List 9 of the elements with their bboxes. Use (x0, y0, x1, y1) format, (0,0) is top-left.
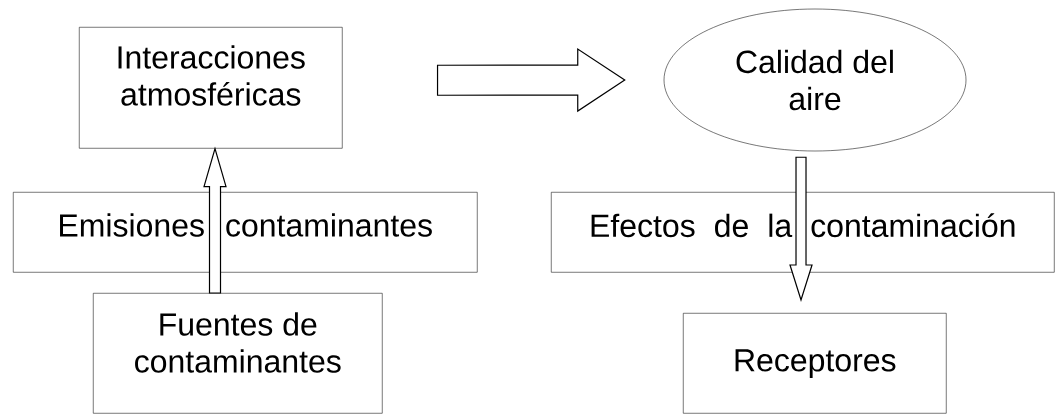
ellipse-node: Calidad del aire (663, 8, 967, 152)
process-box: Efectos de la contaminación (551, 192, 1055, 273)
process-box: Emisiones contaminantes (13, 192, 478, 273)
process-box: Receptores (683, 313, 947, 414)
block-arrow (436, 47, 626, 113)
block-arrow (789, 156, 813, 302)
process-box: Fuentes de contaminantes (93, 293, 383, 414)
process-box: Interacciones atmosféricas (79, 27, 343, 149)
block-arrow (203, 146, 227, 294)
